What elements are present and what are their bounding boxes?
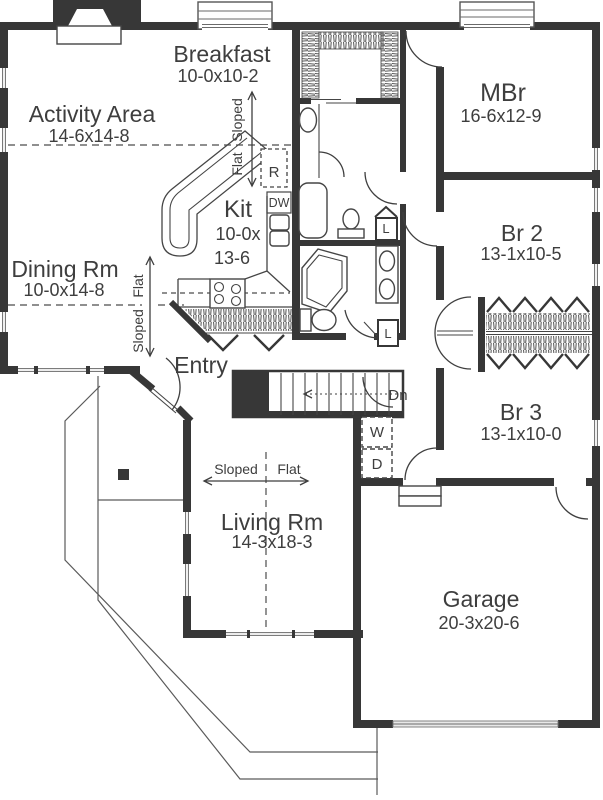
master-door-arc (405, 30, 443, 68)
vanity (337, 228, 365, 239)
kitchen-fixtures: R DW (168, 148, 292, 352)
dining-windows (18, 366, 104, 374)
right-wall-windows (592, 148, 600, 446)
room-label-entry: Entry (174, 352, 228, 378)
room-dims-master: 16-6x12-9 (460, 106, 541, 126)
corner-tub (301, 248, 348, 314)
walk-in-closet (301, 31, 399, 104)
slope-label-flat: Flat (229, 152, 245, 175)
stairs: Dn (231, 369, 408, 419)
master-bath: L (298, 104, 398, 241)
room-dims-breakfast: 10-0x10-2 (177, 66, 258, 86)
living-windows (183, 512, 314, 638)
slope-label-sloped: Sloped (214, 461, 258, 477)
sink-bowl (269, 230, 290, 247)
hall-closet-door-arc (434, 296, 472, 370)
linen-label: L (384, 326, 391, 341)
linen-label: L (382, 221, 389, 236)
room-dims-br2: 13-1x10-5 (480, 244, 561, 264)
refrigerator (260, 148, 288, 188)
living-slope-arrow: Sloped Flat (202, 461, 310, 486)
sink (378, 278, 396, 300)
hall-bath: L (299, 245, 399, 347)
toilet (298, 107, 318, 133)
room-label-kitchen: Kit (224, 196, 252, 223)
entry-coat-closet (168, 299, 292, 352)
sink (342, 208, 360, 230)
garage-step (398, 495, 442, 507)
stove (209, 278, 246, 309)
doors (402, 30, 589, 520)
dryer (361, 448, 393, 479)
washer-label: W (370, 424, 385, 441)
entry-diagonal-wall-right (175, 405, 194, 424)
room-dims-br3: 13-1x10-0 (480, 424, 561, 444)
slope-label-sloped: Sloped (130, 309, 146, 353)
fireplace (53, 0, 141, 45)
bathtub (298, 182, 328, 239)
dining-slope-arrow: Flat Sloped (130, 255, 155, 358)
garage-door (392, 720, 559, 728)
room-dims-activity: 14-6x14-8 (48, 126, 129, 146)
room-label-dining: Dining Rm (11, 256, 118, 282)
entry-diagonal-wall-left (126, 366, 156, 392)
interior-walls (233, 26, 592, 486)
room-dims-kitchen-1: 10-0x (215, 224, 260, 244)
garage-step (398, 485, 442, 497)
dishwasher-label: DW (269, 196, 290, 210)
room-dims-kitchen-2: 13-6 (214, 248, 250, 268)
room-label-master: MBr (480, 79, 526, 107)
bedroom-closets (486, 296, 592, 370)
br3-door-arc (404, 447, 438, 481)
slope-label-flat: Flat (277, 461, 300, 477)
windows (0, 1, 600, 638)
sink (378, 250, 396, 272)
room-label-activity: Activity Area (29, 101, 156, 127)
linen-closet: L (374, 205, 398, 241)
linen-closet: L (377, 319, 399, 347)
porch-walkway (64, 376, 378, 795)
left-wall-windows (0, 68, 8, 332)
room-dims-garage: 20-3x20-6 (438, 613, 519, 633)
br2-door-arc (402, 211, 438, 247)
room-dims-dining: 10-0x14-8 (23, 280, 104, 300)
breakfast-slope-arrow: Sloped Flat (229, 90, 257, 188)
stairs-down-label: Dn (388, 387, 407, 404)
toilet-tank (299, 308, 312, 332)
garage-entry-door-arc (555, 486, 589, 520)
room-label-breakfast: Breakfast (173, 41, 271, 67)
breakfast-box-window (197, 1, 273, 30)
room-labels: Breakfast 10-0x10-2 Activity Area 14-6x1… (11, 41, 561, 633)
slope-annotations: Sloped Flat Flat Sloped Sloped Flat (130, 90, 310, 486)
sink-bowl (269, 214, 290, 231)
porch-column (118, 469, 129, 480)
room-label-br3: Br 3 (500, 399, 542, 425)
room-label-garage: Garage (443, 586, 520, 612)
dryer-label: D (372, 456, 383, 473)
room-label-br2: Br 2 (501, 220, 543, 246)
washer (361, 416, 393, 448)
slope-label-sloped: Sloped (229, 98, 245, 142)
hearth-bench (161, 130, 274, 257)
toilet (311, 308, 337, 332)
room-dims-living: 14-3x18-3 (231, 532, 312, 552)
basement-door-arc (362, 376, 394, 408)
entry-door (148, 357, 181, 414)
laundry: W D (361, 416, 442, 507)
refrigerator-label: R (269, 164, 280, 181)
master-box-window (459, 1, 535, 30)
slope-label-flat: Flat (130, 274, 146, 297)
room-label-living: Living Rm (221, 509, 323, 535)
